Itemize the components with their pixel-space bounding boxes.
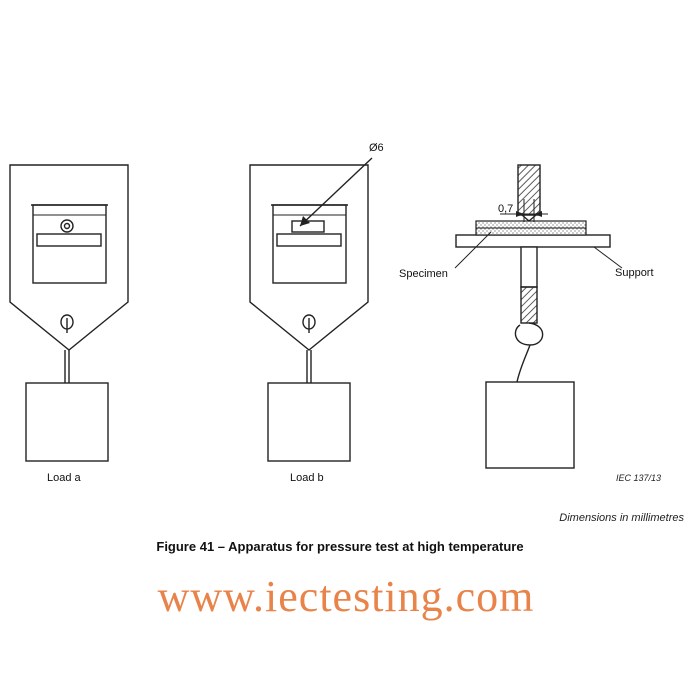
- apparatus-b-weight: [267, 382, 351, 462]
- gap-label: 0,7: [498, 203, 513, 215]
- load-a-label: Load a: [47, 472, 82, 484]
- lower-rod-plain: [520, 246, 538, 288]
- apparatus-a-indenter-dot: [63, 222, 71, 230]
- support-label: Support: [615, 267, 654, 279]
- gap-arrow-left: [516, 211, 524, 217]
- section-view: 0,7 Specimen Support IEC 137/13: [399, 164, 661, 483]
- indenter-tip: [520, 214, 538, 222]
- diameter-leader-arrow: [300, 216, 310, 226]
- figure-caption: Figure 41 – Apparatus for pressure test …: [156, 539, 523, 554]
- lower-rod-hatched: [520, 286, 538, 324]
- apparatus-a-weight: [25, 382, 109, 462]
- section-weight: [485, 381, 575, 469]
- apparatus-b: Ø6 Load b: [249, 142, 384, 484]
- apparatus-b-specimen-bar: [276, 233, 342, 247]
- s-hook: [514, 322, 544, 383]
- dimensions-note: Dimensions in millimetres: [559, 512, 684, 524]
- specimen-leader: [454, 231, 492, 269]
- upper-rod: [517, 164, 541, 216]
- reference-number: IEC 137/13: [616, 473, 661, 483]
- support-plate: [455, 234, 611, 248]
- watermark-text: www.iectesting.com: [158, 572, 535, 621]
- apparatus-a-specimen-bar: [36, 233, 102, 247]
- diameter-leader-line: [299, 157, 373, 227]
- support-leader: [593, 246, 623, 269]
- diameter-label: Ø6: [369, 142, 384, 154]
- gap-arrow-right: [534, 211, 542, 217]
- load-b-label: Load b: [290, 472, 324, 484]
- specimen-label: Specimen: [399, 268, 448, 280]
- apparatus-a: Load a: [9, 164, 129, 484]
